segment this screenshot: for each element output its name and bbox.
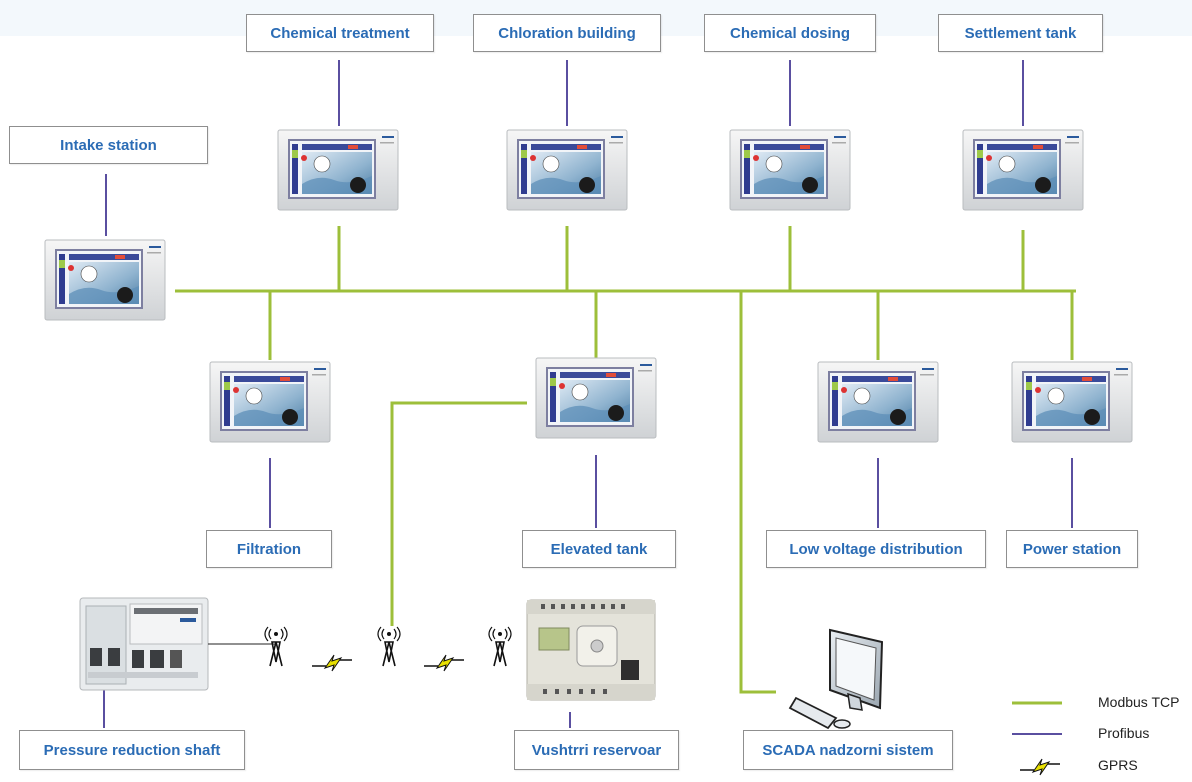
label-settlement-tank: Settlement tank [938,14,1103,52]
label-pressure-reduction-shaft: Pressure reduction shaft [19,730,245,770]
antenna-icon [264,626,288,667]
hmi-low-voltage-icon [817,361,939,443]
label-filtration: Filtration [206,530,332,568]
hmi-chemical-dosing-icon [729,129,851,211]
legend-profibus-label: Profibus [1098,725,1150,741]
hmi-chemical-treatment-icon [277,129,399,211]
antenna-icon [377,626,401,667]
gprs-link-icon [311,654,353,672]
hmi-intake-station-icon [44,239,166,321]
label-elevated-tank: Elevated tank [522,530,676,568]
modbus-gprs-link [390,401,527,626]
hmi-settlement-tank-icon [962,129,1084,211]
modbus-scada-link [739,291,776,694]
legend-gprs-icon [1019,758,1061,776]
legend-gprs-label: GPRS [1098,757,1138,773]
hmi-chloration-building-icon [506,129,628,211]
label-chemical-dosing: Chemical dosing [704,14,876,52]
computer-icon [788,628,884,730]
hmi-elevated-tank-icon [535,357,657,439]
label-intake-station: Intake station [9,126,208,164]
label-power-station: Power station [1006,530,1138,568]
plc-controller-icon [79,597,209,691]
profibus-network [103,60,1073,728]
legend-modbus-label: Modbus TCP [1098,694,1180,710]
label-scada-nadzorni-sistem: SCADA nadzorni sistem [743,730,953,770]
modbus-tcp-network [175,226,1076,694]
label-chloration-building: Chloration building [473,14,661,52]
hmi-filtration-icon [209,361,331,443]
gprs-link-icon [423,654,465,672]
label-low-voltage-distribution: Low voltage distribution [766,530,986,568]
control-relay-icon [526,599,656,701]
antenna-icon [488,626,512,667]
label-vushtrri-reservoar: Vushtrri reservoar [514,730,679,770]
hmi-power-station-icon [1011,361,1133,443]
label-chemical-treatment: Chemical treatment [246,14,434,52]
